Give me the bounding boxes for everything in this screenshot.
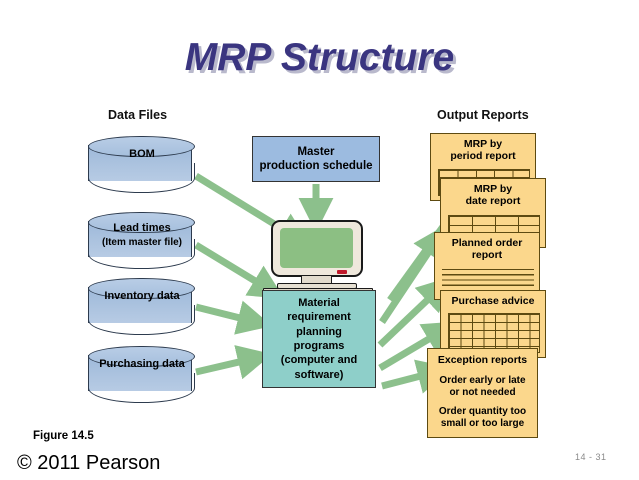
slide-number: 14 - 31 (575, 452, 607, 462)
cylinder-label: Inventory data (104, 290, 180, 302)
arrow-mrp-to-report-3 (377, 276, 453, 348)
data-file-cylinder-bom[interactable]: BOM (88, 136, 196, 193)
desktop-computer-icon (263, 220, 373, 296)
cylinder-top (88, 212, 195, 233)
cylinder-bottom (88, 163, 195, 193)
monitor-screen (280, 228, 353, 268)
cylinder-bottom (88, 239, 195, 269)
monitor-bezel (271, 220, 363, 277)
cylinder-top (88, 278, 195, 299)
cylinder-label: BOM (129, 148, 155, 160)
cylinder-top (88, 136, 195, 157)
figure-caption: Figure 14.5 (33, 430, 94, 442)
report-title: Purchase advice (451, 295, 535, 307)
arrow-inventory-to-mrp (195, 300, 273, 335)
monitor-power-led-icon (337, 270, 347, 274)
cylinder-top (88, 346, 195, 367)
data-files-header: Data Files (108, 108, 168, 122)
page-title: MRP Structure (184, 36, 455, 79)
data-file-cylinder-purchasing-data[interactable]: Purchasing data (88, 346, 196, 403)
report-grid (448, 313, 540, 353)
output-reports-header: Output Reports (437, 108, 529, 122)
cylinder-sublabel: (Item master file) (101, 237, 183, 248)
grid-cells (449, 314, 539, 352)
arrow-purchasing-to-mrp (195, 345, 273, 380)
data-file-cylinder-lead-times[interactable]: Lead times (Item master file) (88, 212, 196, 269)
data-file-cylinder-inventory-data[interactable]: Inventory data (88, 278, 196, 335)
cylinder-label: Lead times (113, 222, 171, 234)
cylinder-bottom (88, 373, 195, 403)
copyright-notice: © 2011 Pearson (17, 452, 161, 474)
cylinder-bottom (88, 305, 195, 335)
report-title: Exception reports (437, 354, 528, 366)
arrow-leadtimes-to-mrp (194, 242, 285, 299)
cylinder-label: Purchasing data (99, 358, 185, 370)
arrow-mrp-to-report-2 (379, 224, 448, 324)
